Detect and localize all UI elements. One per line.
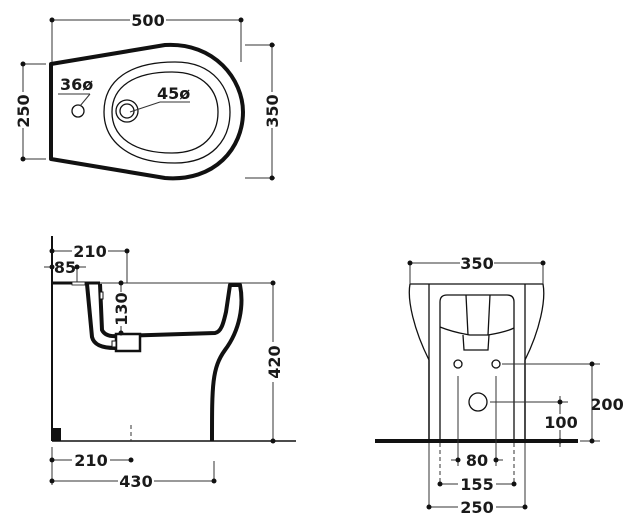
top-width-label: 500 xyxy=(131,11,164,30)
front-view-inner-body xyxy=(439,294,515,441)
drain-trap xyxy=(114,332,142,353)
top-view: 36ø 45ø 500 250 350 xyxy=(14,11,282,181)
top-left-depth-label: 250 xyxy=(14,94,33,127)
supply-hole-left xyxy=(453,359,463,369)
wall-bracket xyxy=(52,428,61,441)
side-height-label: 420 xyxy=(265,345,284,378)
front-supply-height-label: 200 xyxy=(590,395,623,414)
top-right-depth-label: 350 xyxy=(263,94,282,127)
waste-hole xyxy=(468,392,488,412)
drain-hole-outer xyxy=(115,99,139,123)
drain-hole-label: 45ø xyxy=(157,84,190,103)
top-view-bowl-outer xyxy=(103,61,231,164)
front-base-width-label: 250 xyxy=(460,498,493,517)
top-view-bowl-inner xyxy=(111,71,219,154)
tap-hole xyxy=(71,104,85,118)
front-view: 350 200 100 80 155 250 xyxy=(375,254,624,517)
side-floor-outlet-label: 210 xyxy=(74,451,107,470)
supply-hole-right xyxy=(491,359,501,369)
side-tap-offset-label: 85 xyxy=(54,258,76,277)
side-drain-depth-label: 130 xyxy=(112,292,131,325)
side-inlet-label: 210 xyxy=(73,242,106,261)
tap-hole-label: 36ø xyxy=(60,75,93,94)
front-supply-spacing-label: 80 xyxy=(466,451,488,470)
front-width-label: 350 xyxy=(460,254,493,273)
side-view: 210 85 130 420 210 430 xyxy=(44,236,296,491)
front-fixing-spacing-label: 155 xyxy=(460,475,493,494)
front-waste-height-label: 100 xyxy=(544,413,577,432)
side-length-label: 430 xyxy=(119,472,152,491)
side-view-bowl xyxy=(85,283,244,442)
top-view-outline xyxy=(49,42,245,181)
